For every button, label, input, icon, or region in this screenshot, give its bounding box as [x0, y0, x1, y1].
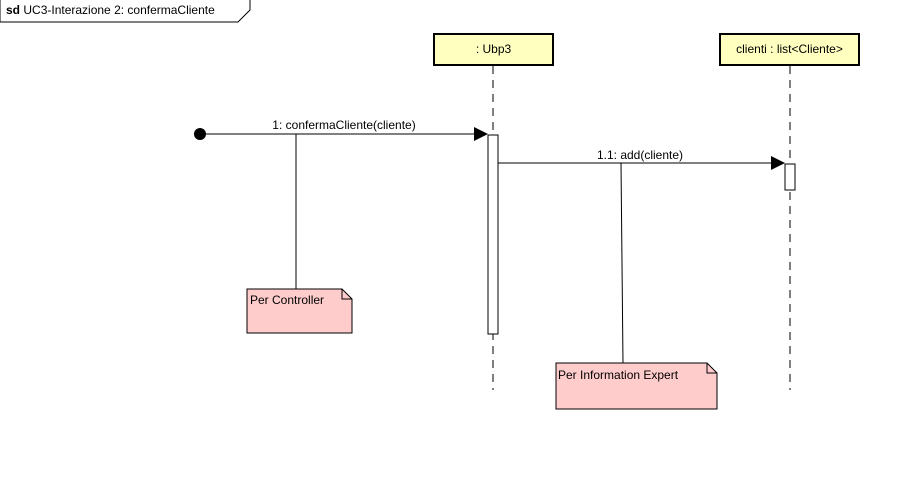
note-1-text[interactable]: Per Controller	[250, 293, 325, 307]
lifeline-ubp3-head[interactable]: : Ubp3	[433, 33, 554, 66]
message-1-label[interactable]: 1: confermaCliente(cliente)	[272, 118, 416, 132]
activation-bar-ubp3	[487, 134, 499, 335]
lifeline-ubp3-label: : Ubp3	[475, 42, 512, 56]
frame-title-text: UC3-Interazione 2: confermaCliente	[23, 3, 215, 17]
message-1-arrowhead	[474, 127, 488, 141]
note-1-fold	[341, 289, 352, 300]
activation-bar-clienti	[784, 163, 796, 191]
note-2-shape	[555, 362, 718, 410]
note-2-fold	[706, 363, 717, 374]
frame-tab-outline	[0, 0, 251, 23]
message-1-1-arrowhead	[771, 156, 785, 170]
lifeline-clienti-label: clienti : list<Cliente>	[736, 42, 843, 56]
note-2-text[interactable]: Per Information Expert	[558, 368, 679, 382]
message-1-1-label[interactable]: 1.1: add(cliente)	[596, 148, 684, 162]
note-2-anchor	[620, 162, 624, 364]
lifeline-clienti-head[interactable]: clienti : list<Cliente>	[719, 33, 860, 66]
note-1-shape	[246, 288, 353, 334]
frame-keyword: sd	[6, 3, 21, 17]
frame-title: sd UC3-Interazione 2: confermaCliente	[6, 3, 215, 17]
